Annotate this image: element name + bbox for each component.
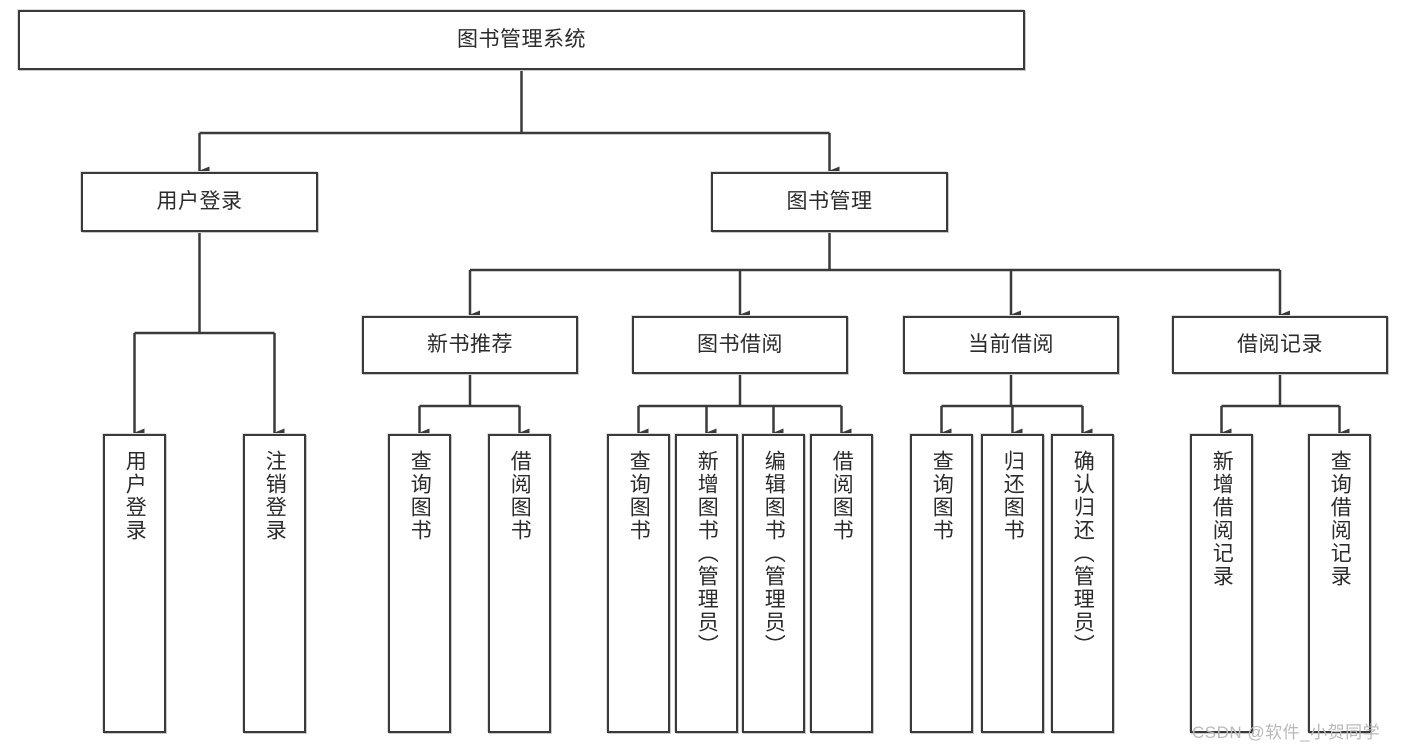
node-bookmgmt[interactable]: 图书管理 <box>711 172 948 232</box>
connector-lines <box>133 70 1350 438</box>
node-leaf-current-confirm[interactable]: 确认归还（管理员） <box>1051 434 1114 733</box>
node-leaf-borrow-query[interactable]: 查询图书 <box>607 434 670 733</box>
node-leaf-user-logout[interactable]: 注销登录 <box>243 434 306 733</box>
node-label: 确认归还（管理员） <box>1071 450 1095 657</box>
watermark: CSDN @软件_小贺同学 <box>1192 723 1381 742</box>
node-label: 借阅图书 <box>508 450 532 542</box>
node-label: 新增图书（管理员） <box>695 450 719 657</box>
node-label: 新增借阅记录 <box>1210 450 1234 588</box>
node-root[interactable]: 图书管理系统 <box>18 10 1025 70</box>
node-label: 归还图书 <box>1001 450 1025 542</box>
node-label: 查询图书 <box>627 450 651 542</box>
node-label: 图书管理 <box>786 189 873 213</box>
node-newbook[interactable]: 新书推荐 <box>362 316 578 374</box>
node-label: 图书借阅 <box>697 332 783 356</box>
node-label: 用户登录 <box>156 189 243 213</box>
node-leaf-current-return[interactable]: 归还图书 <box>981 434 1044 733</box>
node-leaf-new-query[interactable]: 查询图书 <box>388 434 451 733</box>
node-label: 借阅记录 <box>1237 332 1323 356</box>
node-label: 编辑图书（管理员） <box>762 450 786 657</box>
node-label: 当前借阅 <box>968 332 1054 356</box>
node-leaf-borrow-edit[interactable]: 编辑图书（管理员） <box>742 434 805 733</box>
node-leaf-record-add[interactable]: 新增借阅记录 <box>1190 434 1253 733</box>
node-login[interactable]: 用户登录 <box>81 172 318 232</box>
node-leaf-new-borrow[interactable]: 借阅图书 <box>488 434 551 733</box>
node-label: 查询图书 <box>930 450 954 542</box>
node-leaf-current-query[interactable]: 查询图书 <box>910 434 973 733</box>
node-leaf-record-query[interactable]: 查询借阅记录 <box>1308 434 1371 733</box>
node-borrow[interactable]: 图书借阅 <box>632 316 848 374</box>
node-label: 用户登录 <box>123 450 147 542</box>
node-label: 新书推荐 <box>427 332 513 356</box>
node-label: 查询图书 <box>408 450 432 542</box>
node-current[interactable]: 当前借阅 <box>903 316 1119 374</box>
node-records[interactable]: 借阅记录 <box>1172 316 1388 374</box>
node-label: 查询借阅记录 <box>1328 450 1352 588</box>
node-label: 注销登录 <box>263 450 287 542</box>
node-leaf-borrow-add[interactable]: 新增图书（管理员） <box>675 434 738 733</box>
node-label: 图书管理系统 <box>457 27 586 51</box>
node-label: 借阅图书 <box>830 450 854 542</box>
node-leaf-user-login[interactable]: 用户登录 <box>103 434 166 733</box>
node-leaf-borrow-lend[interactable]: 借阅图书 <box>810 434 873 733</box>
